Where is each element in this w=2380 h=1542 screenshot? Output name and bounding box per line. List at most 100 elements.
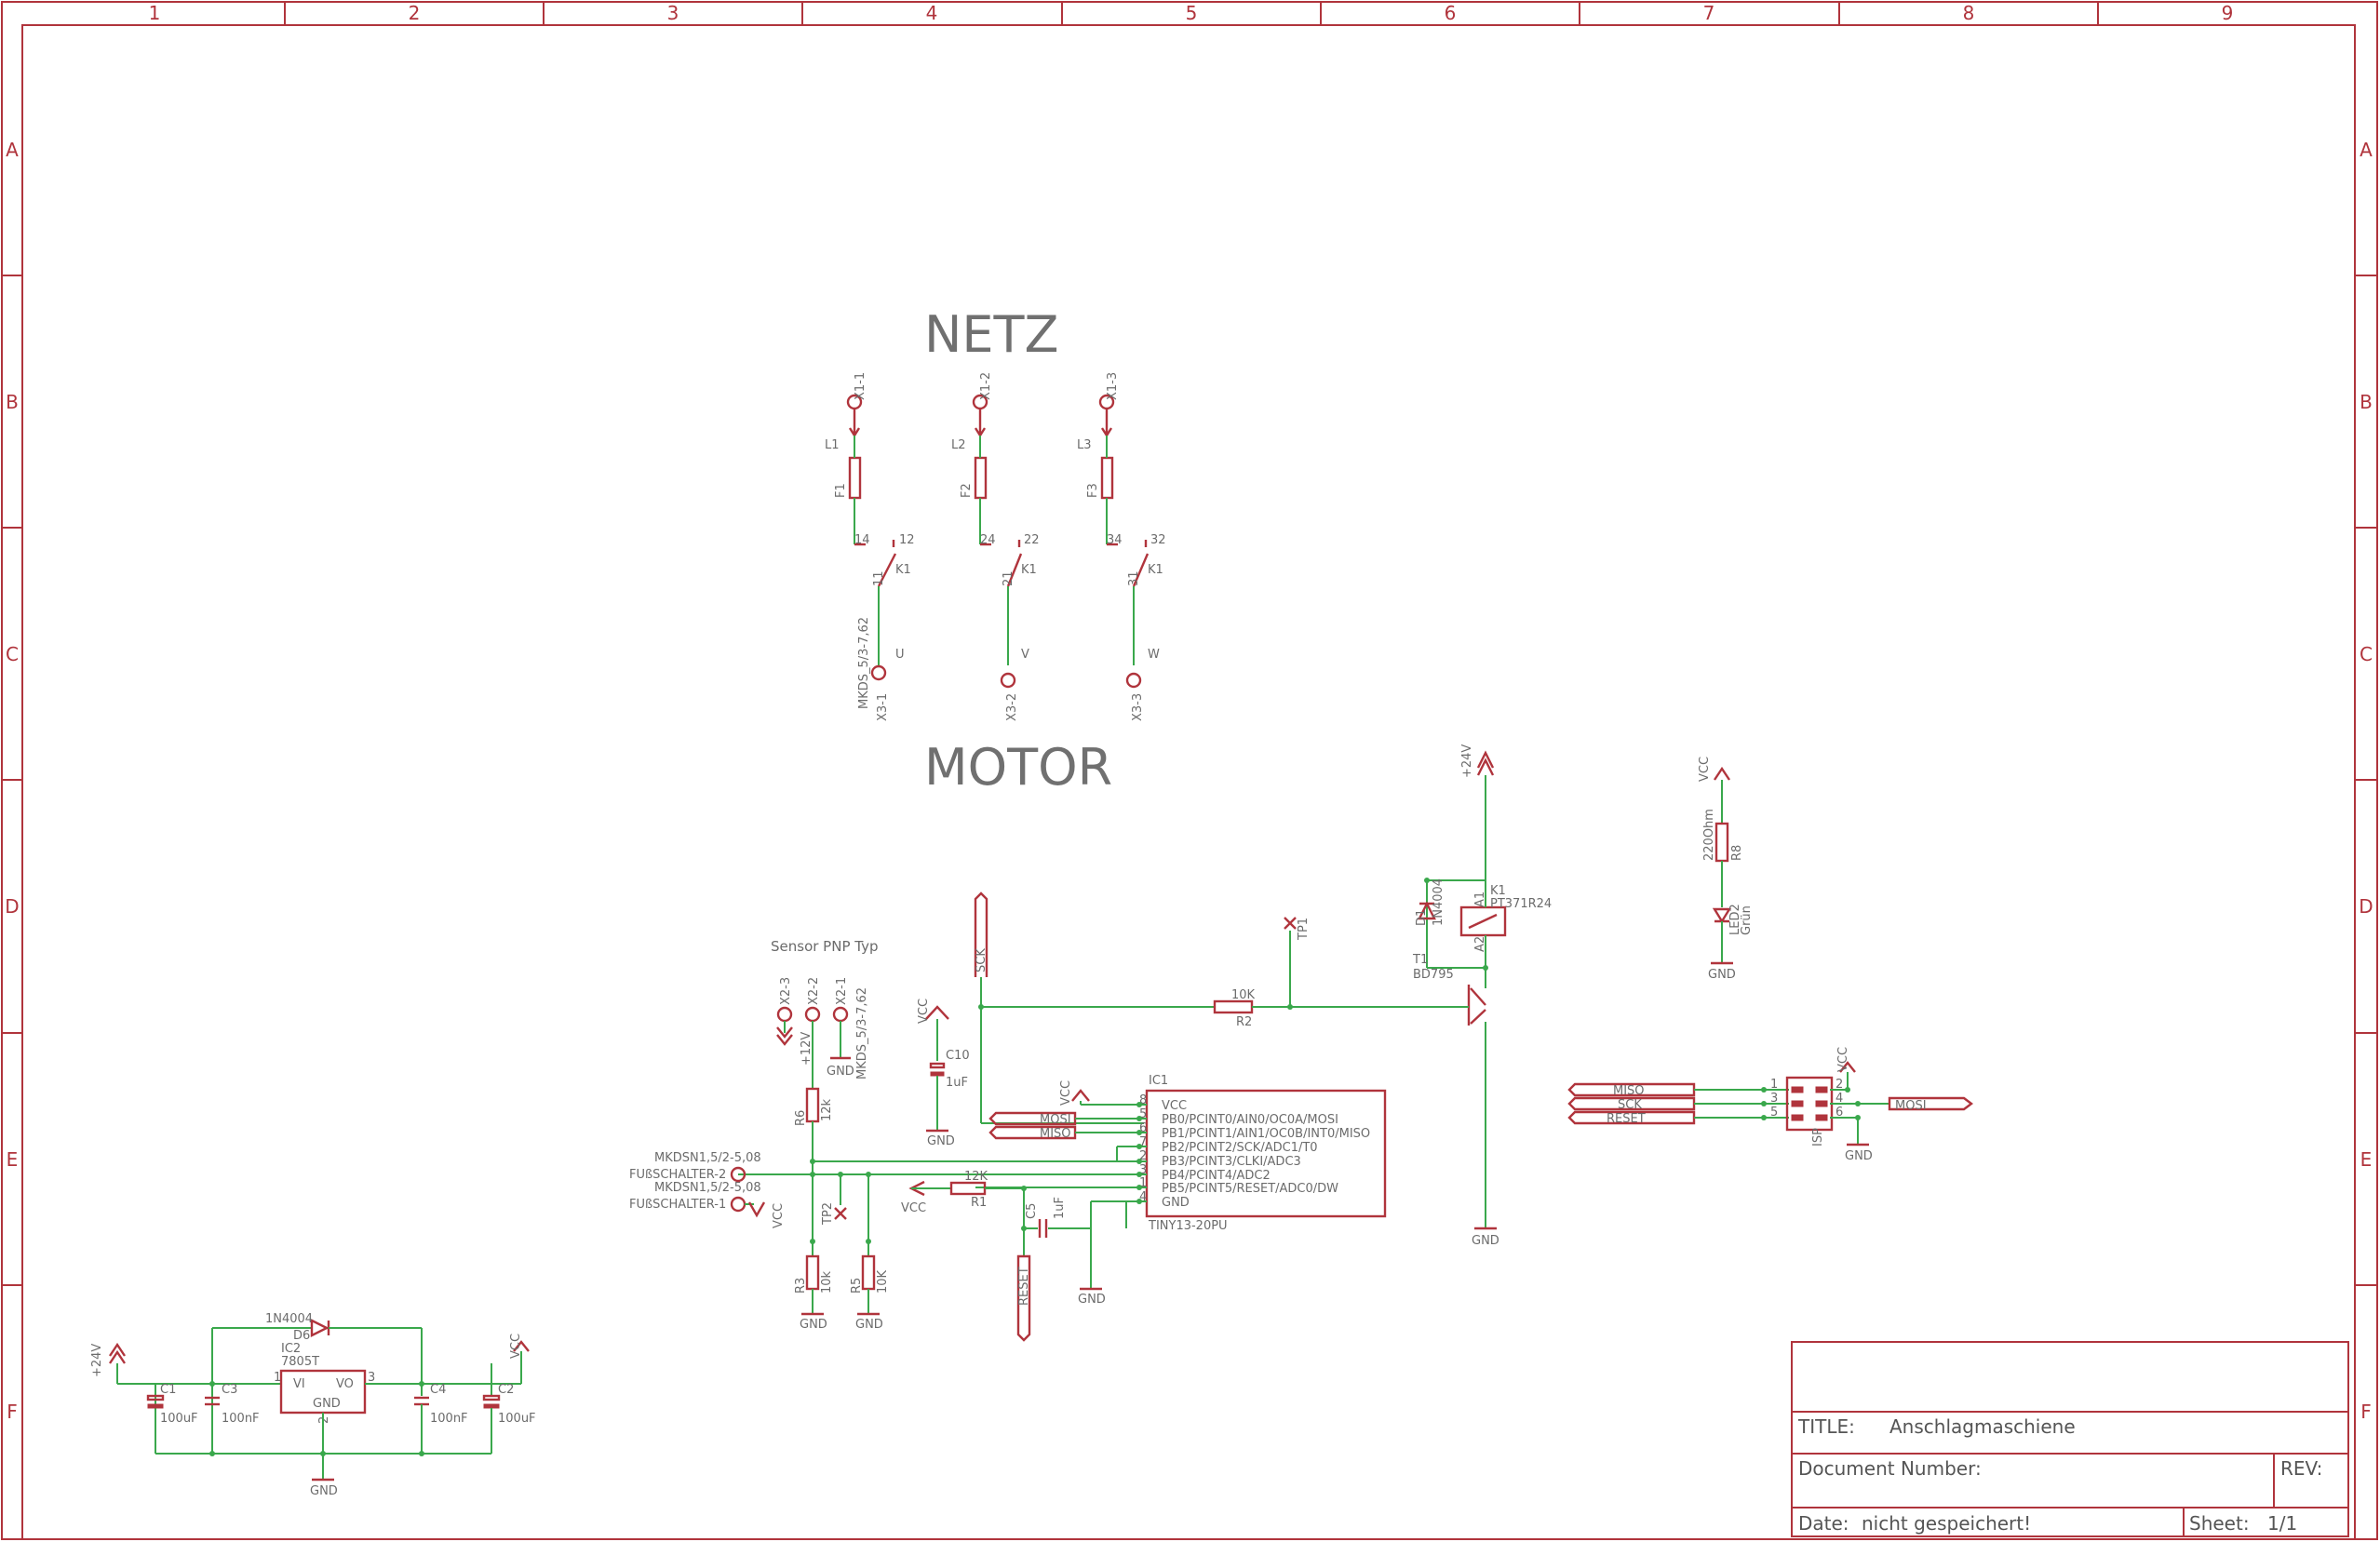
sheet-label: Sheet:: [2189, 1512, 2250, 1535]
row-label-b: B: [6, 391, 19, 413]
c5-gnd: GND: [1078, 1293, 1106, 1307]
reset-network: VCC 12K R1 C5 1uF GND RESET: [901, 1170, 1126, 1342]
ps-c2-value: 100uF: [498, 1412, 536, 1426]
ic1-pin-2-num: 2: [1139, 1149, 1147, 1163]
ic1-pin-4-name: GND: [1162, 1196, 1190, 1210]
isp-pin-6: 6: [1835, 1106, 1843, 1120]
relay-pin-31: 31: [1127, 570, 1141, 586]
resistor-r5: R5: [850, 1278, 864, 1294]
relay-k1-a: K1: [895, 563, 911, 577]
pnp-sensor: Sensor PNP Typ X2-3 X2-2 X2-1 +12V GND M…: [771, 938, 879, 1247]
decoupling-c10: VCC C10 1uF GND: [917, 999, 970, 1148]
diode-d1-part: 1N4004: [1432, 878, 1445, 926]
col-label-9: 9: [2222, 2, 2234, 24]
row-label-a-right: A: [2360, 139, 2373, 161]
ic1-pin-6-name: PB1/PCINT1/AIN1/OC0B/INT0/MISO: [1162, 1127, 1370, 1141]
col-label-7: 7: [1703, 2, 1715, 24]
r2-value: 10K: [1231, 988, 1256, 1002]
sensor-supply-12v: +12V: [800, 1032, 814, 1066]
isp-pin-4: 4: [1835, 1092, 1843, 1106]
isp-mosi-label: MOSI: [1895, 1099, 1927, 1113]
isp-header: MISO SCK RESET 1 3 5 2 4 6 ISP VCC MOSI …: [1567, 1047, 1973, 1163]
ps-ic2-vi: VI: [293, 1377, 305, 1391]
isp-pin-2: 2: [1835, 1078, 1843, 1092]
connector-x3-3: X3-3: [1131, 693, 1145, 721]
r1-ref: R1: [971, 1196, 987, 1210]
sck-net-label: SCK: [975, 948, 988, 972]
relay-pin-11: 11: [872, 570, 886, 586]
relay-pin-24: 24: [980, 533, 996, 547]
resistor-r5-value: 10K: [876, 1269, 890, 1294]
isp-pin-1: 1: [1770, 1078, 1778, 1092]
ps-ic2-part: 7805T: [281, 1355, 319, 1369]
sensor-part: MKDS_5/3-7,62: [855, 987, 869, 1079]
col-label-4: 4: [926, 2, 938, 24]
connector-x1-2: X1-2: [979, 372, 993, 400]
isp-ref: ISP: [1811, 1128, 1825, 1146]
r2-ref: R2: [1236, 1015, 1252, 1029]
mains-phase-l1: X1-1 L1 F1 14 12 11 K1 U X3-1 MKDS_5/3-7…: [825, 372, 915, 721]
reset-net-label: RESET: [1017, 1267, 1031, 1306]
docnum-label: Document Number:: [1798, 1457, 1982, 1480]
ps-ic2-ref: IC2: [281, 1342, 301, 1356]
relay-supply-24v: +24V: [1460, 744, 1474, 778]
resistor-r3: R3: [794, 1278, 808, 1294]
footswitch: MKDSN1,5/2-5,08 FUßSCHALTER-2 MKDSN1,5/2…: [629, 1151, 890, 1332]
led-led2: LED2: [1728, 904, 1742, 935]
sck-r2-net: SCK TP1 10K R2: [974, 892, 1469, 1124]
col-label-8: 8: [1963, 2, 1975, 24]
relay-pin-32: 32: [1150, 533, 1166, 547]
ps-ic2-pin2: 2: [317, 1416, 331, 1424]
ic1-pin-4-num: 4: [1139, 1190, 1147, 1204]
row-label-a: A: [6, 139, 19, 161]
ps-diode-d6: D6: [293, 1329, 310, 1343]
connector-x3-2: X3-2: [1005, 693, 1019, 721]
isp-pin-3: 3: [1770, 1092, 1778, 1106]
c10-ref: C10: [946, 1049, 970, 1063]
resistor-r3-value: 10k: [820, 1270, 834, 1294]
footswitch-part-b: MKDSN1,5/2-5,08: [654, 1181, 761, 1195]
sensor-pin-x2-2: X2-2: [807, 977, 821, 1005]
line-l1: L1: [825, 438, 840, 452]
ps-ic2-pin1: 1: [274, 1371, 281, 1385]
relay-pin-34: 34: [1107, 533, 1123, 547]
relay-k1-part: PT371R24: [1490, 897, 1552, 911]
row-label-d-right: D: [2359, 895, 2373, 918]
mains-phase-l2: X1-2 L2 F2 24 22 21 K1 V X3-2: [951, 372, 1040, 721]
mosi-net-label: MOSI: [1040, 1113, 1071, 1127]
col-label-6: 6: [1445, 2, 1457, 24]
output-w: W: [1148, 648, 1160, 662]
sheet-value: 1/1: [2267, 1512, 2297, 1535]
date-value: nicht gespeichert!: [1862, 1512, 2031, 1535]
motor-heading: MOTOR: [924, 738, 1112, 797]
fuse-f2: F2: [960, 483, 974, 498]
ic1-part: TINY13-20PU: [1148, 1219, 1228, 1233]
sensor-title: Sensor PNP Typ: [771, 938, 879, 955]
ps-ic2-pin3: 3: [368, 1371, 375, 1385]
isp-vcc: VCC: [1836, 1047, 1850, 1072]
row-label-c-right: C: [2360, 643, 2373, 665]
isp-reset-label: RESET: [1607, 1112, 1646, 1126]
isp-pin-5: 5: [1770, 1106, 1778, 1120]
power-supply: +24V 1N4004 D6 IC2 7805T VI VO GND 1 3 2…: [90, 1312, 536, 1498]
tp1-label: TP1: [1297, 918, 1311, 941]
ic1-pin-8-name: VCC: [1162, 1099, 1187, 1113]
col-label-5: 5: [1186, 2, 1198, 24]
title-block: TITLE: Anschlagmaschiene Document Number…: [1791, 1341, 2349, 1537]
row-label-c: C: [6, 643, 19, 665]
ic1-pin-7-name: PB2/PCINT2/SCK/ADC1/T0: [1162, 1141, 1318, 1155]
ic1-ref: IC1: [1149, 1074, 1168, 1088]
row-label-d: D: [5, 895, 19, 918]
miso-net-label: MISO: [1040, 1127, 1071, 1141]
ps-diode-part: 1N4004: [265, 1312, 313, 1326]
footswitch-vcc: VCC: [772, 1203, 786, 1228]
sensor-pin-x2-3: X2-3: [779, 977, 793, 1005]
ps-c1-value: 100uF: [160, 1412, 198, 1426]
line-l2: L2: [951, 438, 966, 452]
line-l3: L3: [1077, 438, 1092, 452]
relay-k1-b: K1: [1021, 563, 1037, 577]
ps-gnd: GND: [310, 1484, 338, 1498]
diode-d1: D1: [1415, 909, 1429, 926]
ps-c2-ref: C2: [498, 1383, 514, 1397]
isp-sck-label: SCK: [1618, 1098, 1642, 1112]
